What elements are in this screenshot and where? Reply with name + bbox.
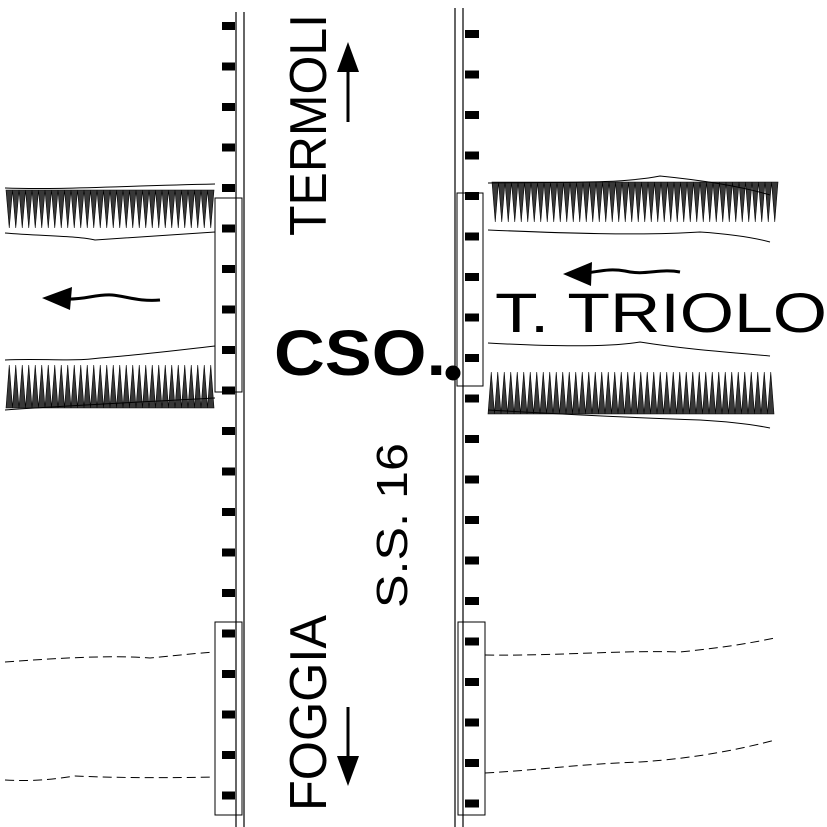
guardrail-post: [465, 273, 479, 281]
north-direction-label: TERMOLI: [280, 14, 338, 236]
embankment-hatch-teeth: [5, 364, 215, 409]
guardrail-post: [222, 427, 235, 435]
dashed-contours: [4, 637, 776, 782]
guardrail-post: [222, 629, 235, 638]
guardrail-post: [465, 678, 479, 686]
left-parapet-upper: [214, 197, 243, 393]
guardrail-post: [222, 265, 235, 273]
guardrail-post: [465, 799, 479, 808]
guardrail-post: [465, 597, 479, 605]
south-direction-label: FOGGIA: [280, 615, 338, 811]
guardrail-post: [465, 192, 479, 200]
arrow-left-icon-head: [42, 287, 72, 310]
right-dashed-contour-upper: [484, 637, 776, 656]
guardrail-post: [222, 224, 235, 233]
river-name-label: T. TRIOLO: [495, 281, 827, 344]
right-parapet-upper: [456, 192, 484, 387]
guardrail-post: [465, 232, 479, 241]
guardrail-post: [222, 751, 235, 759]
arrow-left-icon-head: [563, 262, 592, 286]
guardrail-post: [465, 70, 479, 79]
guardrail-post: [222, 184, 235, 192]
guardrail-post: [465, 759, 479, 767]
guardrail-post: [465, 435, 479, 443]
left-upper-hatch-top-line: [4, 183, 216, 190]
left-dashed-contour-upper: [4, 651, 216, 663]
guardrail-post: [222, 710, 235, 719]
guardrail-post: [465, 30, 479, 38]
guardrail-post: [222, 305, 235, 314]
left-guardrail-posts: [222, 22, 235, 800]
guardrail-post: [465, 111, 479, 119]
guardrail-post: [222, 346, 235, 354]
guardrail-post: [465, 718, 479, 727]
left-upper-bank-line: [4, 231, 216, 241]
guardrail-post: [465, 556, 479, 565]
right-upper-bank-line: [487, 229, 771, 243]
guardrail-post: [222, 589, 235, 597]
guardrail-post: [465, 394, 479, 403]
embankment-hatch-teeth: [5, 189, 215, 229]
right-lower-bank-line: [487, 341, 771, 357]
arrow-up-icon-head: [337, 42, 359, 72]
left-parapet-lower: [214, 621, 243, 816]
flow-arrow-left: [42, 287, 161, 310]
guardrail-post: [222, 143, 235, 152]
guardrail-post: [222, 548, 235, 557]
embankment-hatch-teeth: [487, 371, 775, 415]
flow-arrow-right-bank: [563, 262, 681, 286]
guardrail-post: [222, 791, 235, 800]
bridge-parapets: [214, 192, 486, 816]
right-dashed-contour-lower: [484, 739, 776, 774]
right-lower-embankment-hatch: [487, 371, 775, 415]
road-edges: [235, 8, 464, 827]
guardrail-post: [465, 516, 479, 524]
right-upper-embankment-hatch: [491, 181, 779, 223]
guardrail-post: [222, 103, 235, 111]
guardrail-post: [465, 151, 479, 160]
right-parapet-lower: [457, 621, 486, 816]
guardrail-post: [222, 22, 235, 30]
road-label: S.S. 16: [368, 443, 417, 608]
left-lower-bank-line: [4, 345, 216, 361]
guardrail-post: [465, 637, 479, 646]
guardrail-post: [465, 313, 479, 322]
guardrail-post: [222, 670, 235, 678]
guardrail-post: [222, 467, 235, 476]
arrow-down-icon-head: [337, 756, 359, 786]
arrow-left-icon: [64, 293, 161, 302]
guardrail-post: [222, 62, 235, 71]
south-direction-arrow: [337, 707, 359, 786]
embankment-hatch-teeth: [491, 181, 779, 223]
left-upper-embankment-hatch: [5, 189, 215, 229]
guardrail-post: [465, 354, 479, 362]
river-prefix-label: CSO.: [274, 317, 446, 389]
guardrail-post: [222, 508, 235, 516]
north-direction-arrow: [337, 42, 359, 122]
right-guardrail-posts: [465, 30, 479, 808]
dot-icon: [445, 365, 461, 381]
arrow-left-icon: [584, 268, 681, 275]
guardrail-post: [465, 475, 479, 484]
left-lower-embankment-hatch: [5, 364, 215, 409]
left-dashed-contour-lower: [4, 775, 216, 782]
guardrail-post: [222, 386, 235, 395]
